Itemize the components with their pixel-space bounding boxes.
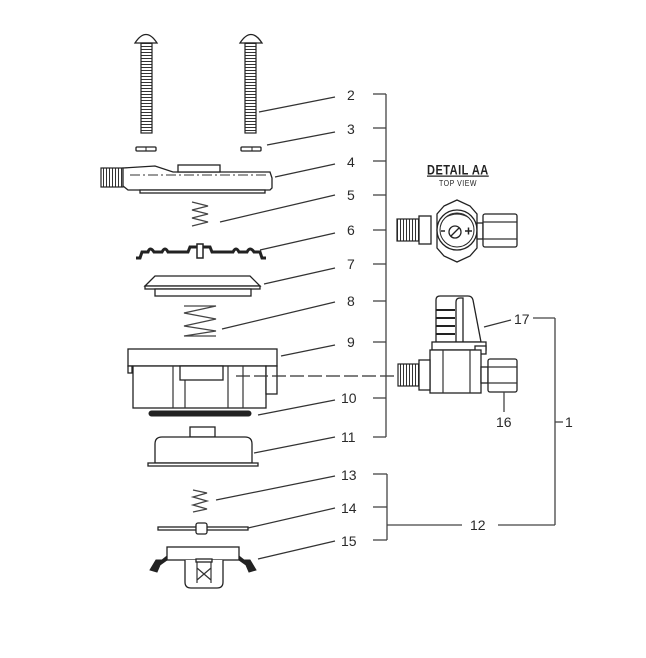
callout-16: 16 xyxy=(496,414,512,430)
spring-5 xyxy=(191,201,209,227)
diaphragm-plate xyxy=(143,275,262,297)
callout-13: 13 xyxy=(341,467,357,483)
detail-title: DETAIL AA xyxy=(427,163,489,178)
diaphragm xyxy=(136,243,266,260)
bracket-13-15 xyxy=(373,473,555,541)
callout-5: 5 xyxy=(347,187,355,203)
seat-disc xyxy=(157,522,249,535)
washer-right xyxy=(240,146,262,152)
spring-8 xyxy=(183,305,217,337)
callout-9: 9 xyxy=(347,334,355,350)
callout-15: 15 xyxy=(341,533,357,549)
top-cover xyxy=(100,164,273,194)
callout-4: 4 xyxy=(347,154,355,170)
bracket-assembly-1 xyxy=(533,317,563,525)
leader-lines xyxy=(215,96,405,560)
valve-side-view xyxy=(397,295,518,412)
callout-7: 7 xyxy=(347,256,355,272)
detail-subtitle: TOP VIEW xyxy=(439,180,477,189)
callout-12: 12 xyxy=(470,517,486,533)
bracket-2-11 xyxy=(373,93,387,438)
callout-1: 1 xyxy=(565,414,573,430)
valve-seat xyxy=(149,546,257,589)
callout-2: 2 xyxy=(347,87,355,103)
screw-right xyxy=(238,33,264,134)
callout-17: 17 xyxy=(514,311,530,327)
callout-3: 3 xyxy=(347,121,355,137)
screw-left xyxy=(133,33,159,134)
callout-8: 8 xyxy=(347,293,355,309)
gasket xyxy=(148,410,252,417)
callout-10: 10 xyxy=(341,390,357,406)
washer-left xyxy=(135,146,157,152)
detail-aa-top-view xyxy=(396,199,518,263)
callout-11: 11 xyxy=(341,429,356,445)
spring-13 xyxy=(190,489,210,513)
valve-body xyxy=(127,348,278,409)
callout-6: 6 xyxy=(347,222,355,238)
callout-14: 14 xyxy=(341,500,357,516)
bottom-cover xyxy=(147,426,259,467)
